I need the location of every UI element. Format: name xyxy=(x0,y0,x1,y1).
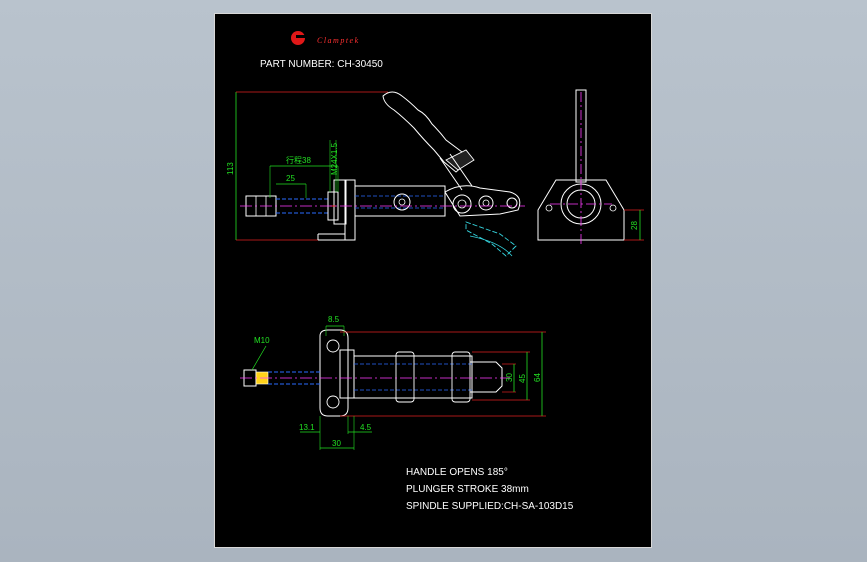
clamp-handle xyxy=(382,91,471,173)
dim-thread: M24X1.5 xyxy=(330,142,339,175)
drawing-sheet xyxy=(214,13,652,548)
note-spindle: SPINDLE SUPPLIED:CH-SA-103D15 xyxy=(406,501,574,512)
dim-base-height: 28 xyxy=(630,221,639,230)
dim-spacing: 25 xyxy=(286,174,295,183)
top-body xyxy=(353,355,473,399)
dim-right: 4.5 xyxy=(360,423,372,432)
note-handle-opens: HANDLE OPENS 185° xyxy=(406,467,508,478)
top-view: 8.5 M10 30 45 64 13.1 4.5 30 xyxy=(240,315,546,450)
dim-45: 45 xyxy=(518,374,527,383)
part-number: PART NUMBER: CH-30450 xyxy=(260,59,383,70)
top-bracket xyxy=(319,329,349,417)
dim-30: 30 xyxy=(505,373,514,382)
dim-base: 30 xyxy=(332,439,341,448)
end-view: 28 xyxy=(537,89,644,246)
note-plunger-stroke: PLUNGER STROKE 38mm xyxy=(406,484,529,495)
dim-m10: M10 xyxy=(254,336,270,345)
dim-left: 13.1 xyxy=(299,423,315,432)
plunger-body xyxy=(354,185,446,217)
logo: Clamptek xyxy=(291,31,360,45)
logo-text: Clamptek xyxy=(317,36,360,45)
dim-height: 113 xyxy=(226,162,235,175)
dim-stroke: 行程38 xyxy=(286,155,311,165)
dim-top-width: 8.5 xyxy=(328,315,340,324)
dim-64: 64 xyxy=(533,373,542,382)
notes: HANDLE OPENS 185° PLUNGER STROKE 38mm SP… xyxy=(406,467,574,512)
side-view: 113 xyxy=(226,91,525,257)
